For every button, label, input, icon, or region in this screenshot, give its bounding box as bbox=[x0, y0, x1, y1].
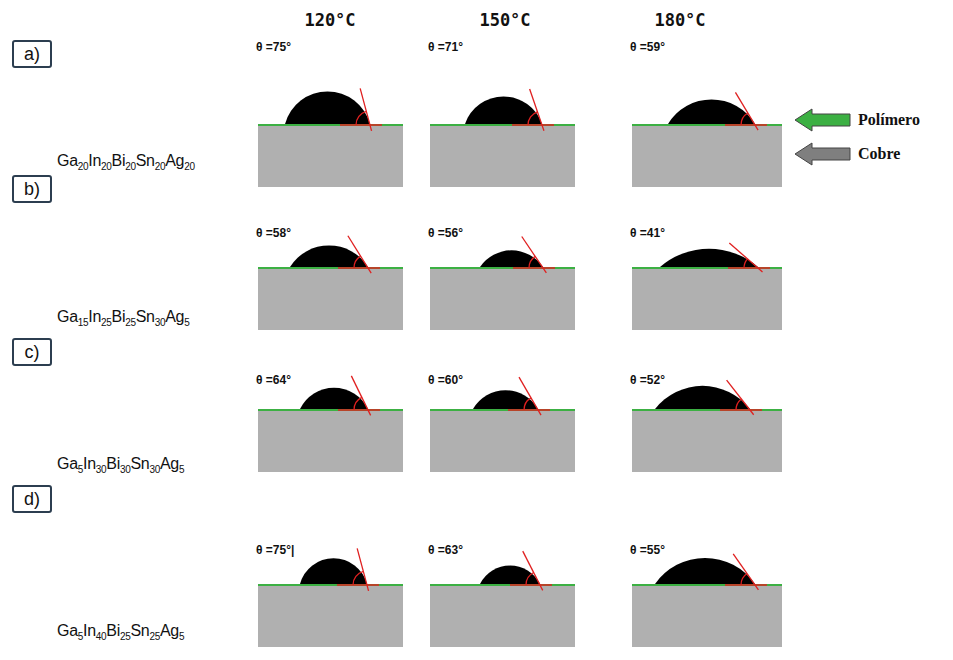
angle-arc bbox=[354, 256, 361, 268]
baseline-mark bbox=[340, 124, 382, 125]
baseline-mark bbox=[720, 409, 762, 410]
droplet bbox=[300, 558, 367, 584]
polymer-layer bbox=[430, 124, 575, 126]
row-label: c) bbox=[25, 342, 40, 363]
contact-angle: θ =75°| bbox=[256, 543, 294, 557]
copper-substrate bbox=[632, 268, 782, 330]
tangent-line bbox=[733, 554, 758, 590]
tangent-line bbox=[729, 243, 762, 272]
copper-substrate bbox=[430, 125, 575, 187]
droplet bbox=[300, 388, 368, 409]
copper-substrate bbox=[258, 410, 403, 472]
droplet bbox=[660, 249, 758, 267]
row-label-box: a) bbox=[12, 40, 52, 68]
column-header: 180°C bbox=[654, 10, 705, 30]
baseline-mark bbox=[725, 584, 767, 585]
polymer-layer bbox=[632, 584, 782, 586]
baseline-mark bbox=[510, 584, 552, 585]
alloy-name: Ga5In30Bi30Sn30Ag5 bbox=[57, 455, 184, 475]
baseline-mark bbox=[513, 267, 555, 268]
row-label: d) bbox=[24, 489, 40, 510]
droplet bbox=[465, 97, 542, 124]
tangent-line bbox=[351, 376, 370, 416]
tangent-line bbox=[357, 548, 368, 591]
polymer-layer bbox=[430, 584, 575, 586]
copper-substrate bbox=[258, 125, 403, 187]
copper-substrate bbox=[632, 125, 782, 187]
angle-arc bbox=[741, 113, 748, 125]
contact-angle: θ =55° bbox=[630, 543, 665, 557]
baseline-mark bbox=[725, 124, 767, 125]
angle-arc bbox=[354, 397, 362, 410]
tangent-line bbox=[727, 380, 754, 415]
tangent-line bbox=[522, 236, 547, 272]
angle-arc bbox=[524, 398, 531, 410]
row-label: a) bbox=[24, 44, 40, 65]
alloy-name: Ga15In25Bi25Sn30Ag5 bbox=[57, 308, 190, 328]
row-label-box: c) bbox=[12, 338, 52, 366]
angle-arc bbox=[526, 573, 534, 585]
angle-arc bbox=[736, 399, 741, 410]
droplet bbox=[480, 250, 543, 267]
copper-substrate bbox=[632, 410, 782, 472]
legend-label: Cobre bbox=[858, 145, 900, 163]
angle-arc bbox=[529, 256, 535, 268]
tangent-line bbox=[523, 551, 543, 590]
polymer-layer bbox=[632, 124, 782, 126]
row-label: b) bbox=[24, 179, 40, 200]
contact-angle: θ =56° bbox=[428, 226, 463, 240]
angle-arc bbox=[353, 571, 363, 585]
copper-substrate bbox=[632, 585, 782, 647]
angle-arc bbox=[741, 574, 747, 585]
legend-label: Polímero bbox=[858, 111, 920, 129]
tangent-line bbox=[735, 92, 758, 130]
copper-substrate bbox=[430, 268, 575, 330]
polymer-layer bbox=[258, 124, 403, 126]
tangent-line bbox=[519, 377, 541, 415]
contact-angle: θ =52° bbox=[630, 373, 665, 387]
copper-substrate bbox=[430, 585, 575, 647]
contact-angle: θ =64° bbox=[256, 373, 291, 387]
contact-angle: θ =41° bbox=[630, 226, 665, 240]
row-label-box: d) bbox=[12, 485, 52, 513]
baseline-mark bbox=[337, 584, 379, 585]
tangent-line bbox=[530, 89, 544, 131]
baseline-mark bbox=[512, 124, 554, 125]
contact-angle: θ =60° bbox=[428, 373, 463, 387]
copper-substrate bbox=[258, 268, 403, 330]
droplet bbox=[655, 386, 750, 409]
legend-arrow bbox=[795, 109, 850, 131]
alloy-name: Ga20In20Bi20Sn20Ag20 bbox=[57, 152, 195, 172]
baseline-mark bbox=[338, 267, 380, 268]
baseline-mark bbox=[338, 409, 380, 410]
polymer-layer bbox=[258, 267, 403, 269]
contact-angle: θ =59° bbox=[630, 40, 665, 54]
baseline-mark bbox=[508, 409, 550, 410]
row-label-box: b) bbox=[12, 175, 52, 203]
angle-arc bbox=[356, 111, 366, 125]
angle-arc bbox=[744, 259, 747, 268]
droplet bbox=[285, 91, 370, 124]
alloy-name: Ga5In40Bi25Sn25Ag5 bbox=[57, 622, 184, 642]
polymer-layer bbox=[632, 409, 782, 411]
contact-angle: θ =71° bbox=[428, 40, 463, 54]
tangent-line bbox=[348, 236, 371, 273]
copper-substrate bbox=[258, 585, 403, 647]
polymer-layer bbox=[258, 409, 403, 411]
angle-arc bbox=[528, 112, 537, 125]
contact-angle: θ =75° bbox=[256, 40, 291, 54]
polymer-layer bbox=[430, 267, 575, 269]
polymer-layer bbox=[430, 409, 575, 411]
contact-angle: θ =63° bbox=[428, 543, 463, 557]
baseline-mark bbox=[728, 267, 770, 268]
column-header: 150°C bbox=[479, 10, 530, 30]
column-header: 120°C bbox=[304, 10, 355, 30]
tangent-line bbox=[360, 88, 371, 131]
droplet bbox=[655, 558, 755, 584]
legend-arrow bbox=[795, 143, 850, 165]
contact-angle: θ =58° bbox=[256, 226, 291, 240]
copper-substrate bbox=[430, 410, 575, 472]
polymer-layer bbox=[258, 584, 403, 586]
